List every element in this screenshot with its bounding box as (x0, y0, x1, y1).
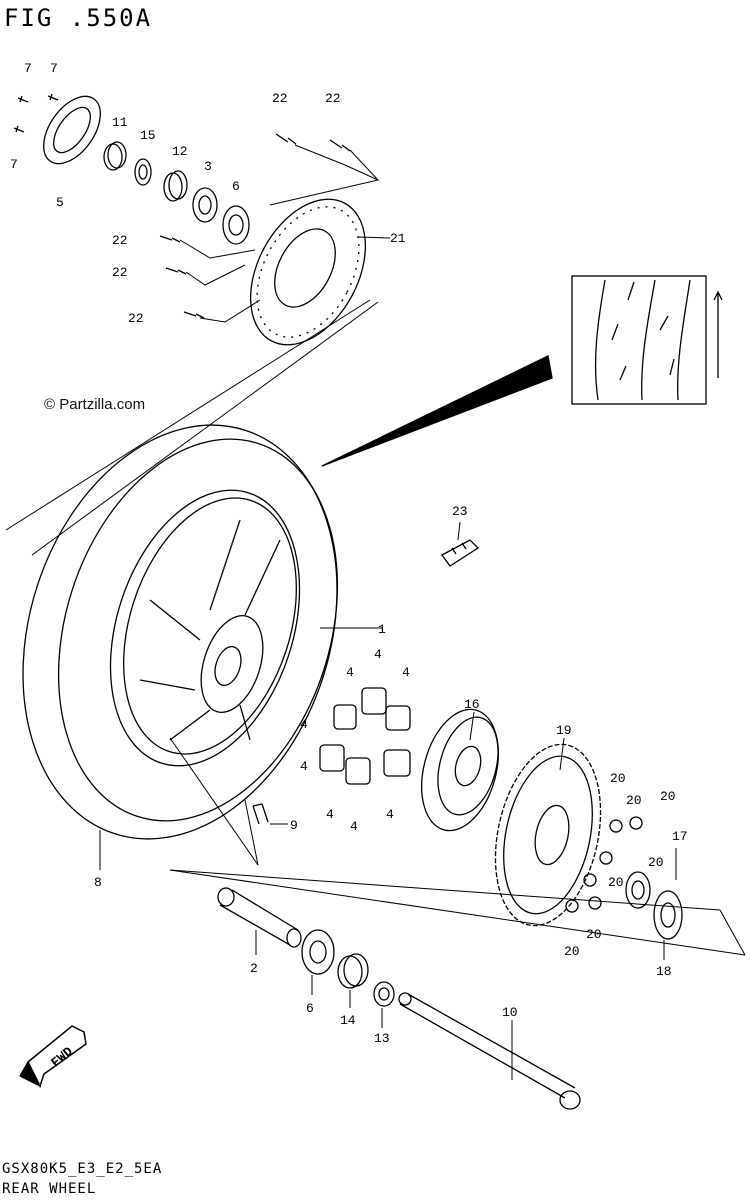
fwd-arrow-badge: FWD (19, 1025, 87, 1088)
callout-leaders (99, 521, 677, 1080)
oil-seal-6-lower[interactable] (301, 929, 335, 975)
leader-lines-wheel (5, 299, 382, 866)
leader-lines-upper (179, 144, 391, 323)
axle[interactable] (398, 992, 581, 1110)
brake-disc[interactable] (227, 180, 389, 365)
callout: 4 (300, 759, 308, 774)
callout: 22 (112, 233, 128, 248)
dampers[interactable] (319, 687, 411, 785)
callout: 11 (112, 115, 128, 130)
callout: 14 (340, 1013, 356, 1028)
callout: 21 (390, 231, 406, 246)
figure-name: REAR WHEEL (2, 1181, 97, 1197)
callout: 6 (306, 1001, 314, 1016)
callout: 4 (386, 807, 394, 822)
callout: 22 (112, 265, 128, 280)
rear-wheel[interactable] (0, 384, 388, 880)
callout: 10 (502, 1005, 518, 1020)
callout: 17 (672, 829, 688, 844)
callout: 5 (56, 195, 64, 210)
callout: 15 (140, 128, 156, 143)
sprocket-nuts[interactable] (565, 816, 643, 913)
detail-pointer (321, 355, 553, 467)
sensor-ring[interactable] (32, 86, 112, 173)
callout: 12 (172, 144, 188, 159)
callout: 20 (586, 927, 602, 942)
callout: 7 (50, 61, 58, 76)
spacer[interactable] (217, 887, 302, 948)
disc-bolts[interactable] (159, 133, 351, 319)
sprocket-hub[interactable] (409, 701, 511, 839)
callout: 3 (204, 159, 212, 174)
callout: 4 (374, 647, 382, 662)
seal-18[interactable] (653, 890, 683, 940)
callout: 4 (300, 717, 308, 732)
callout-numbers: 7 7 7 5 11 15 12 3 6 22 22 22 22 22 21 2… (10, 61, 688, 1046)
spacer-12[interactable] (163, 170, 188, 202)
bearing-14[interactable] (337, 953, 369, 989)
callout: 9 (290, 818, 298, 833)
callout: 20 (660, 789, 676, 804)
callout: 7 (24, 61, 32, 76)
callout: 22 (128, 311, 144, 326)
callout: 8 (94, 875, 102, 890)
bearing-3[interactable] (192, 187, 218, 223)
watermark: © Partzilla.com (44, 396, 146, 413)
callout: 20 (626, 793, 642, 808)
callout: 22 (325, 91, 341, 106)
bearing-11[interactable] (103, 141, 127, 171)
sprocket[interactable] (480, 735, 616, 936)
callout: 2 (250, 961, 258, 976)
callout: 13 (374, 1031, 390, 1046)
callout: 18 (656, 964, 672, 979)
spacer-13[interactable] (373, 981, 395, 1007)
oil-seal-6-upper[interactable] (222, 205, 250, 245)
callout: 23 (452, 504, 468, 519)
figure-code: GSX80K5_E3_E2_5EA (2, 1161, 163, 1177)
callout: 7 (10, 157, 18, 172)
ring-bolts[interactable] (13, 93, 59, 133)
callout: 4 (402, 665, 410, 680)
callout: 6 (232, 179, 240, 194)
tread-detail-box (571, 275, 723, 405)
leader-lines-lower (169, 869, 746, 956)
callout: 20 (608, 875, 624, 890)
callout: 22 (272, 91, 288, 106)
callout: 4 (346, 665, 354, 680)
callout: 19 (556, 723, 572, 738)
callout: 1 (378, 622, 386, 637)
callout: 20 (610, 771, 626, 786)
bearing-17[interactable] (625, 871, 651, 909)
valve[interactable] (252, 803, 269, 825)
callout: 4 (326, 807, 334, 822)
callout: 4 (350, 819, 358, 834)
figure-title: FIG .550A (4, 4, 153, 32)
callout: 20 (648, 855, 664, 870)
balance-weight[interactable] (441, 539, 480, 567)
callout: 16 (464, 697, 480, 712)
callout: 20 (564, 944, 580, 959)
washer-15[interactable] (134, 158, 152, 186)
